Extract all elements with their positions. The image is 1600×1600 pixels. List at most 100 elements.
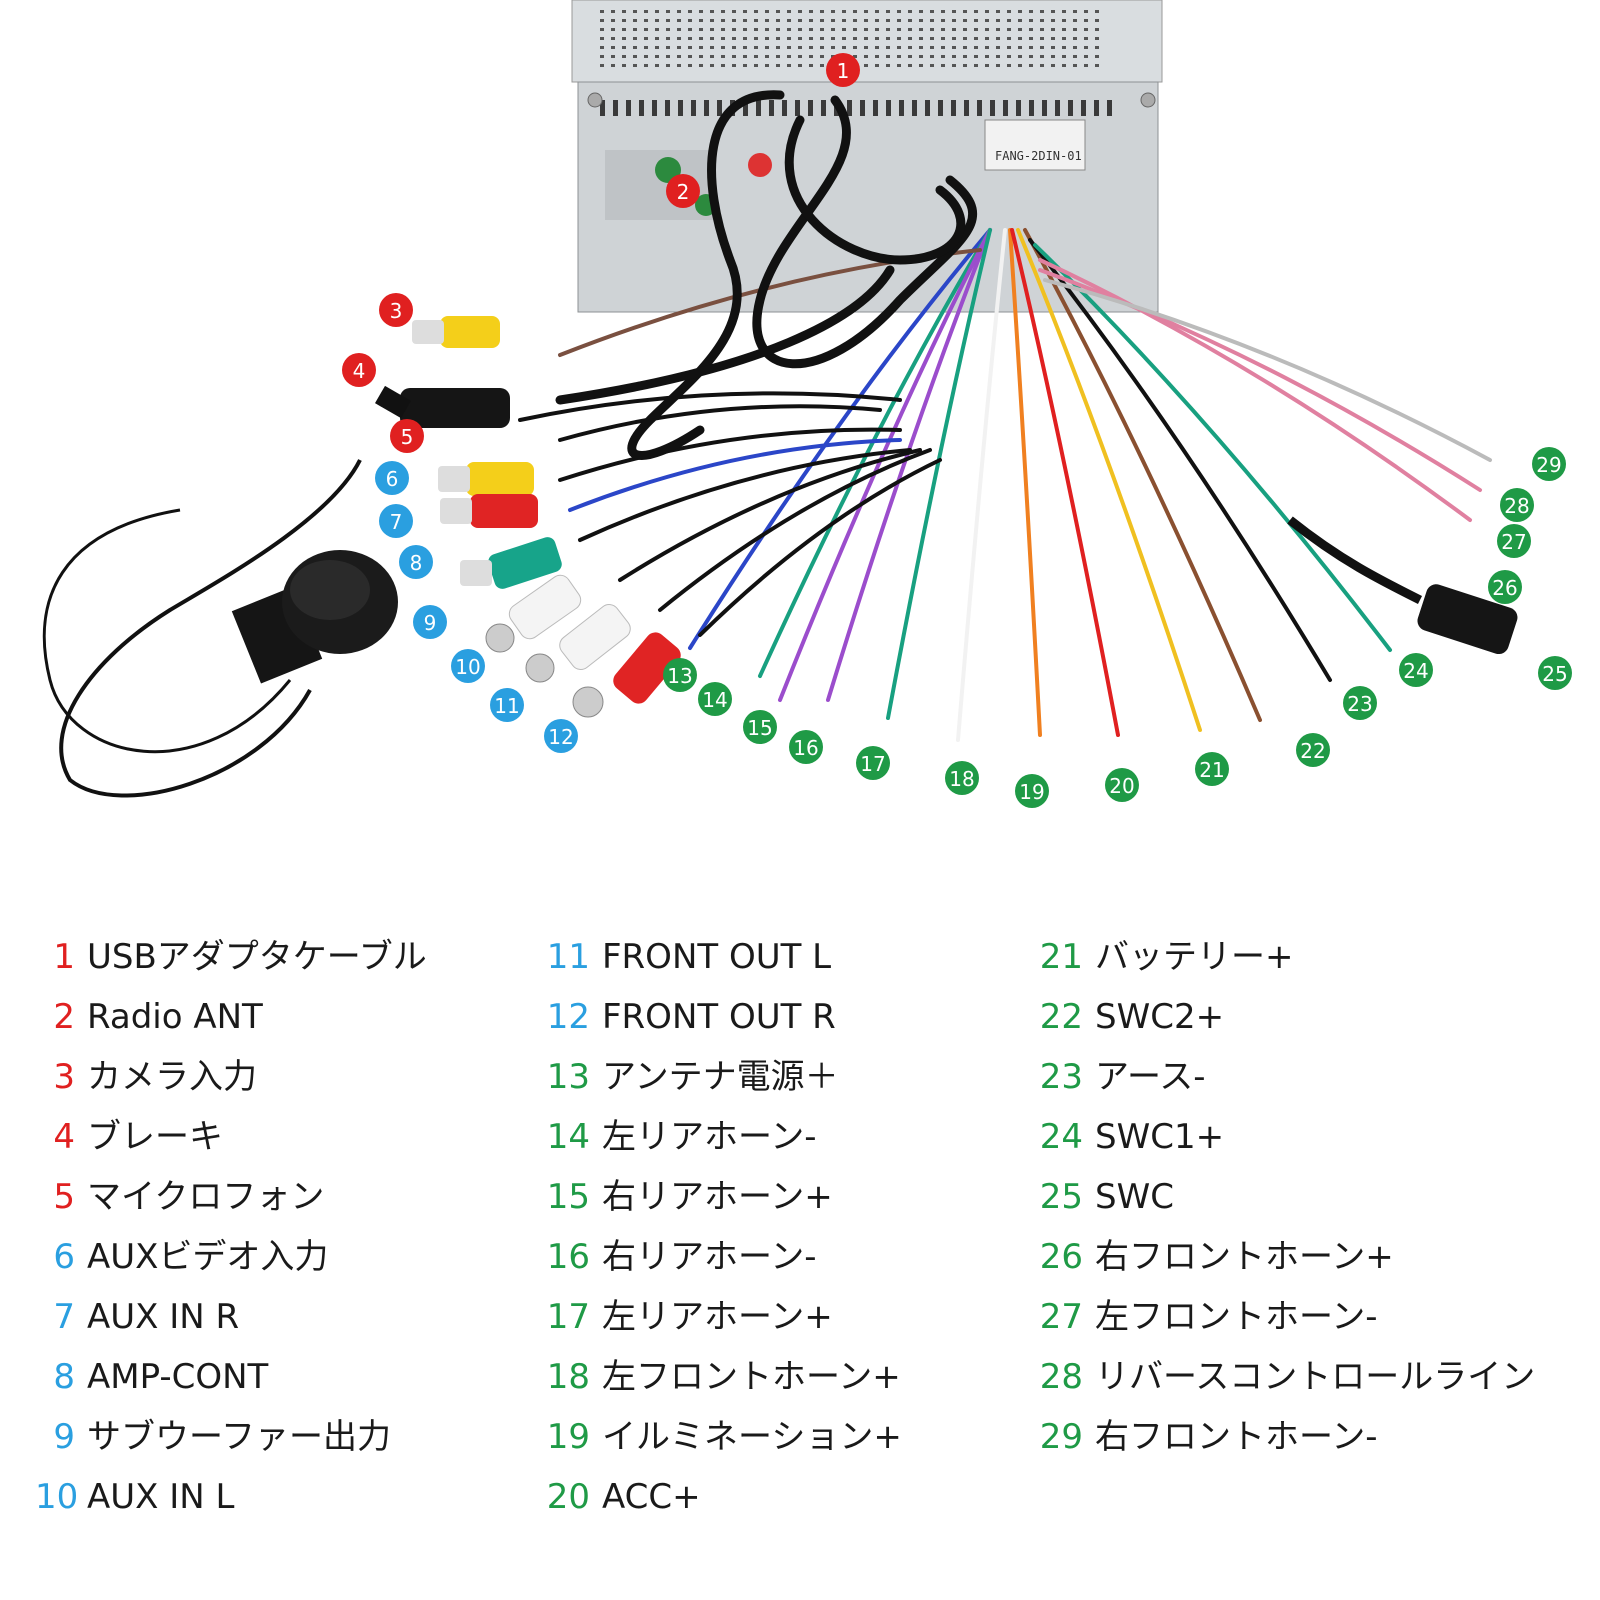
legend-text: AMP-CONT [87, 1357, 269, 1397]
rca-aux-r [440, 494, 538, 528]
legend-number: 16 [546, 1237, 590, 1277]
wire-6 [956, 228, 1007, 742]
legend-text: 左リアホーン+ [602, 1297, 833, 1337]
legend-item-17: 17 左リアホーン+ [542, 1297, 833, 1337]
pin-badge-3: 3 [379, 293, 413, 327]
legend-number: 19 [546, 1417, 590, 1457]
svg-text:7: 7 [390, 510, 403, 534]
svg-text:28: 28 [1504, 494, 1529, 518]
rca-subwoofer [460, 537, 562, 589]
pin-badge-18: 18 [945, 761, 979, 795]
svg-text:27: 27 [1501, 530, 1526, 554]
legend-text: FRONT OUT R [602, 997, 836, 1037]
legend-item-27: 27 左フロントホーン- [1035, 1297, 1378, 1337]
svg-text:12: 12 [548, 725, 573, 749]
rca-front-out-l [525, 604, 631, 683]
pin-badge-25: 25 [1538, 656, 1572, 690]
svg-text:5: 5 [401, 425, 414, 449]
legend-number: 1 [53, 937, 75, 977]
wire-14 [1038, 268, 1482, 492]
legend-item-16: 16 右リアホーン- [542, 1237, 817, 1277]
legend-text: 右フロントホーン+ [1095, 1237, 1394, 1277]
legend-number: 9 [53, 1417, 75, 1457]
legend-number: 29 [1039, 1417, 1083, 1457]
legend-number: 10 [35, 1477, 79, 1517]
wire-15 [1043, 278, 1492, 462]
rca-aux-video [438, 462, 534, 496]
svg-text:17: 17 [860, 752, 885, 776]
legend-text: 左フロントホーン- [1095, 1297, 1378, 1337]
pin-badge-6: 6 [375, 461, 409, 495]
svg-text:24: 24 [1403, 659, 1428, 683]
legend-text: 右リアホーン- [602, 1237, 817, 1277]
legend-number: 27 [1039, 1297, 1083, 1337]
wire-10 [1023, 228, 1262, 722]
wire-19 [558, 427, 902, 482]
legend-text: SWC [1095, 1177, 1174, 1217]
legend-item-24: 24 SWC1+ [1035, 1117, 1224, 1157]
pin-badge-15: 15 [743, 710, 777, 744]
wire-24 [698, 458, 942, 637]
legend-text: ブレーキ [87, 1117, 223, 1157]
svg-text:3: 3 [390, 299, 403, 323]
pin-badge-1: 1 [826, 53, 860, 87]
legend-text: アンテナ電源＋ [602, 1057, 839, 1097]
svg-text:22: 22 [1300, 739, 1325, 763]
wire-3 [778, 228, 992, 702]
pin-badge-8: 8 [399, 545, 433, 579]
svg-text:4: 4 [353, 359, 366, 383]
svg-text:2: 2 [677, 180, 690, 204]
pin-badge-21: 21 [1195, 752, 1229, 786]
legend-text: バッテリー+ [1095, 937, 1294, 977]
legend-text: SWC1+ [1095, 1117, 1225, 1157]
svg-text:19: 19 [1019, 780, 1044, 804]
pin-badge-24: 24 [1399, 653, 1433, 687]
black-cables [555, 90, 977, 460]
legend-text: 右リアホーン+ [602, 1177, 833, 1217]
pin-badge-20: 20 [1105, 768, 1139, 802]
legend-item-1: 1 USBアダプタケーブル [35, 937, 427, 977]
svg-text:23: 23 [1347, 692, 1372, 716]
pin-badge-22: 22 [1296, 733, 1330, 767]
legend-number: 20 [546, 1477, 590, 1517]
microphone [42, 459, 398, 798]
legend-number: 15 [546, 1177, 590, 1217]
pin-badge-23: 23 [1343, 686, 1377, 720]
legend-text: 右フロントホーン- [1095, 1417, 1378, 1457]
wire-2 [758, 228, 992, 678]
svg-text:18: 18 [949, 767, 974, 791]
pin-badge-27: 27 [1497, 524, 1531, 558]
legend-number: 28 [1039, 1357, 1083, 1397]
wire-9 [1016, 228, 1202, 732]
pin-badge-16: 16 [789, 730, 823, 764]
svg-text:8: 8 [410, 551, 423, 575]
wire-17 [518, 391, 902, 422]
wire-7 [1008, 228, 1042, 737]
wire-21 [578, 448, 912, 542]
pin-badge-26: 26 [1488, 570, 1522, 604]
legend-item-15: 15 右リアホーン+ [542, 1177, 833, 1217]
pin-badge-5: 5 [390, 419, 424, 453]
svg-text:10: 10 [455, 655, 480, 679]
legend-text: サブウーファー出力 [87, 1417, 391, 1457]
legend-number: 24 [1039, 1117, 1083, 1157]
legend-number: 17 [546, 1297, 590, 1337]
pin-badge-12: 12 [544, 719, 578, 753]
legend-text: USBアダプタケーブル [87, 937, 427, 977]
svg-text:21: 21 [1199, 758, 1224, 782]
svg-text:6: 6 [386, 467, 399, 491]
rca-aux-l [485, 574, 582, 653]
legend-text: AUXビデオ入力 [87, 1237, 329, 1277]
